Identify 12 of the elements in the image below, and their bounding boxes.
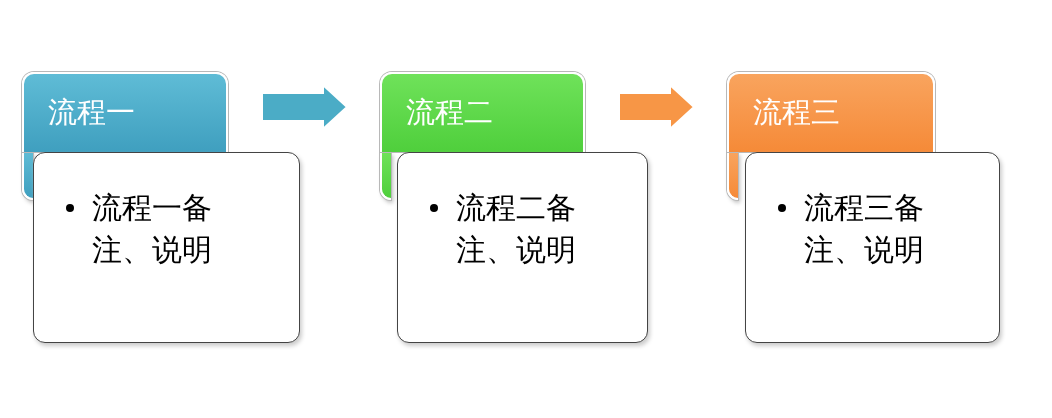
note-text: 流程三备注、说明 bbox=[804, 189, 925, 269]
note-box bbox=[397, 152, 648, 343]
process-title: 流程三 bbox=[753, 94, 841, 131]
note-text: 流程一备注、说明 bbox=[92, 189, 213, 269]
process-box bbox=[22, 72, 228, 152]
note-box bbox=[745, 152, 1000, 343]
process-box bbox=[727, 72, 935, 152]
process-title: 流程二 bbox=[406, 94, 494, 131]
note-text: 流程二备注、说明 bbox=[456, 189, 577, 269]
note-box bbox=[33, 152, 300, 343]
process-title: 流程一 bbox=[48, 94, 136, 131]
process-box bbox=[380, 72, 585, 152]
